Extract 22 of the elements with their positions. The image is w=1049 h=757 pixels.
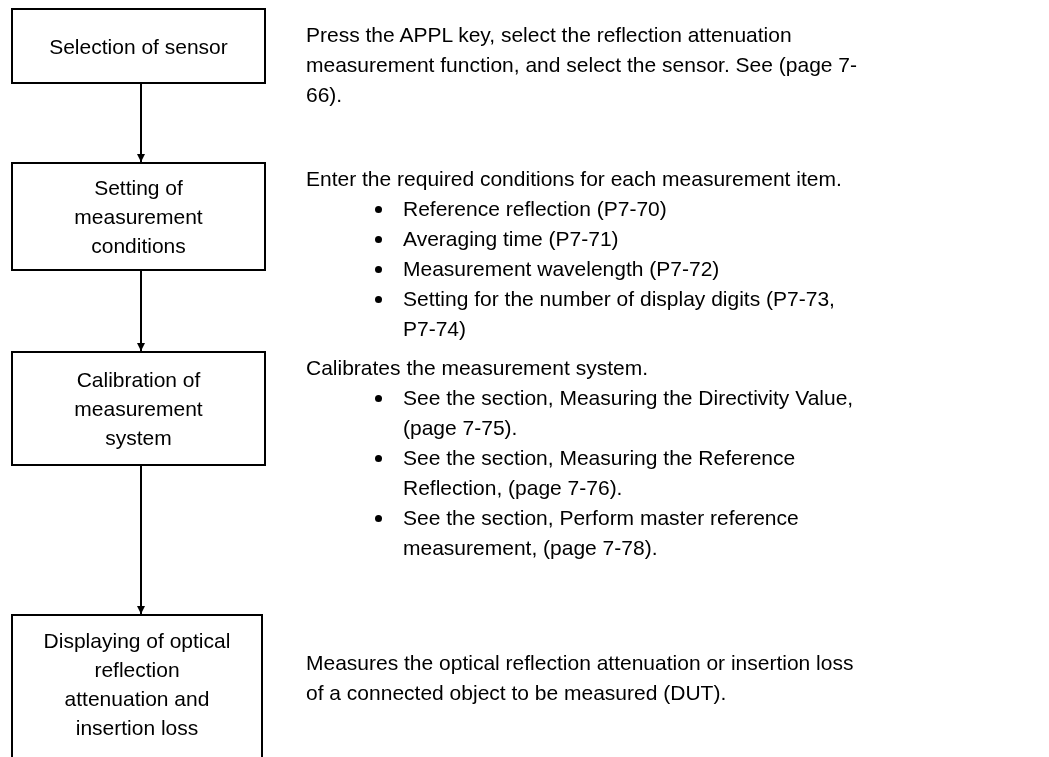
- arrow: [137, 270, 145, 352]
- arrow: [137, 83, 145, 163]
- list-item: Measurement wavelength (P7-72): [403, 257, 720, 280]
- step-description: Press the APPL key, select the reflection attenuation measurement function, and select the sensor. See (page 7-66).: [306, 22, 858, 108]
- process-box: [11, 8, 266, 84]
- step-label: Setting of measurement conditions: [73, 175, 204, 259]
- step-label: Selection of sensor: [49, 33, 228, 60]
- list-item: See the section, Measuring the Directivity Value, (page 7-75).: [403, 386, 854, 439]
- list-item: See the section, Measuring the Reference Reflection, (page 7-76).: [403, 446, 796, 499]
- step-description: Enter the required conditions for each measurement item.: [306, 166, 843, 192]
- step-label: Calibration of measurement system: [73, 367, 204, 451]
- step-description: Calibrates the measurement system.: [306, 355, 649, 381]
- step-description: Measures the optical reflection attenuation or insertion loss of a connected object to be measured (DUT).: [306, 650, 855, 706]
- list-item: Setting for the number of display digits (P7-73, P7-74): [403, 287, 835, 340]
- step-label: Displaying of optical reflection attenuation and insertion loss: [43, 628, 231, 741]
- list-item: See the section, Perform master reference measurement, (page 7-78).: [403, 506, 799, 559]
- process-box: [11, 614, 263, 757]
- list-item: Reference reflection (P7-70): [403, 197, 667, 220]
- process-box: [11, 351, 266, 466]
- process-box: [11, 162, 266, 271]
- arrow: [137, 465, 145, 615]
- list-item: Averaging time (P7-71): [403, 227, 619, 250]
